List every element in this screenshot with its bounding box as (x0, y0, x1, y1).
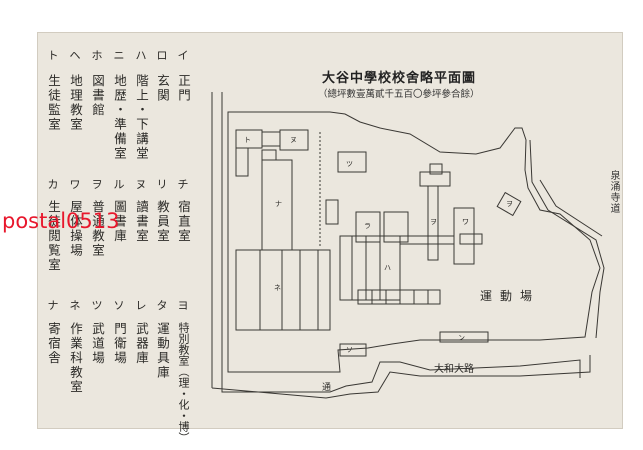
legend-key-i: イ (177, 49, 189, 62)
legend-label-sports-store: 運動具庫 (155, 322, 170, 380)
legend-key-tsu: ツ (91, 299, 103, 312)
site-boundary (227, 111, 601, 373)
plan-label-ne: ネ (274, 284, 281, 292)
building-so (325, 199, 339, 225)
shed-wo (496, 191, 522, 217)
legend-label-library: 図書館 (90, 74, 105, 118)
legend-key-na: ナ (47, 299, 59, 312)
road-alt-label: 通 (322, 382, 331, 393)
legend-label-geography-room: 地理教室 (68, 74, 83, 132)
lower-wards (235, 249, 331, 331)
legend-label-staff-room: 教員室 (155, 200, 170, 244)
plan-subtitle: （總坪數壹萬貳千五百〇參坪參合餘） (318, 89, 480, 100)
plan-label-gate: ソ (346, 346, 353, 354)
temple-road-label: 泉涌寺道 (608, 170, 619, 214)
legend-key-ru: ル (113, 178, 125, 191)
building-wi (453, 207, 475, 265)
legend-key-chi: チ (177, 178, 189, 191)
legend-label-special-room: 特別教室（理・化・博） (177, 322, 190, 443)
legend-key-wo: ヲ (91, 178, 103, 191)
legend-label-classroom: 普通教室 (90, 200, 105, 258)
legend-key-wa: ワ (69, 178, 81, 191)
gatehouse (339, 343, 367, 357)
plan-label-tsu: ツ (346, 160, 353, 168)
legend-key-re: レ (135, 299, 147, 312)
legend-label-entrance: 玄関 (155, 74, 170, 103)
plan-label-ke: ヲ (430, 218, 437, 226)
legend-key-ha: ハ (135, 49, 147, 62)
legend-key-so: ソ (113, 299, 125, 312)
legend-label-student-reading: 生徒閲覧室 (46, 200, 61, 273)
legend-key-to: ト (47, 49, 59, 62)
cross-corridor (400, 235, 454, 245)
legend-label-night-duty: 宿直室 (176, 200, 191, 244)
legend-label-main-gate: 正門 (176, 74, 191, 103)
legend-label-armory: 武器庫 (134, 322, 149, 366)
plan-label-na: ナ (275, 200, 282, 208)
legend-key-ho: ホ (91, 49, 103, 62)
legend-label-auditorium: 階上・下講堂 (134, 74, 149, 161)
watermark: postal0513 (2, 209, 120, 233)
legend-label-gatehouse: 門衛場 (112, 322, 127, 366)
legend-key-he: ヘ (69, 49, 81, 62)
building-ra (355, 211, 381, 243)
legend-key-ni: ニ (113, 49, 125, 62)
field-shed (439, 331, 489, 343)
legend-key-ri: リ (156, 178, 168, 191)
building-no (459, 233, 483, 245)
lower-row (357, 289, 441, 305)
legend-label-history-room: 地歴・準備室 (112, 74, 127, 161)
legend-label-martial-hall: 武道場 (90, 322, 105, 366)
plan-label-ra: ラ (364, 222, 371, 230)
plan-label-wa: ワ (462, 218, 469, 226)
plan-label-hachi: ハ (384, 264, 391, 272)
legend-label-workshop: 作業科教室 (68, 322, 83, 395)
legend-key-ro: ロ (156, 49, 168, 62)
plan-label-wo: ヲ (506, 200, 513, 208)
plan-label-i: ト (244, 136, 251, 144)
building-tsu (337, 151, 367, 173)
legend-label-gymnasium: 屋体操場 (68, 200, 83, 258)
plan-label-n: ン (458, 334, 465, 342)
legend-label-supervisor-room: 生徒監室 (46, 74, 61, 132)
wing-a (235, 147, 249, 177)
road-outline (211, 92, 591, 399)
legend-label-dormitory: 寄宿舎 (46, 322, 61, 366)
legend-key-nu: ヌ (135, 178, 147, 191)
legend-label-book-store: 圖書庫 (112, 200, 127, 244)
legend-key-ka: カ (47, 178, 59, 191)
plan-title: 大谷中學校校舍略平面圖 (322, 71, 477, 86)
building-ni (261, 149, 277, 161)
field-label: 運動場 (480, 289, 540, 303)
legend-label-reading-room: 讀書室 (134, 200, 149, 244)
top-shed (429, 163, 443, 175)
plan-label-ha: ヌ (290, 136, 297, 144)
legend-key-ne: ネ (69, 299, 81, 312)
road-label: 大和大路 (434, 362, 474, 375)
postcard (38, 33, 622, 428)
building-ke (427, 185, 439, 261)
building-ro (261, 131, 281, 147)
east-boundary (529, 139, 605, 339)
legend-key-ta: タ (156, 299, 168, 312)
building-mu (383, 211, 409, 243)
building-ha (279, 129, 309, 151)
legend-key-yo: ヨ (177, 299, 189, 312)
